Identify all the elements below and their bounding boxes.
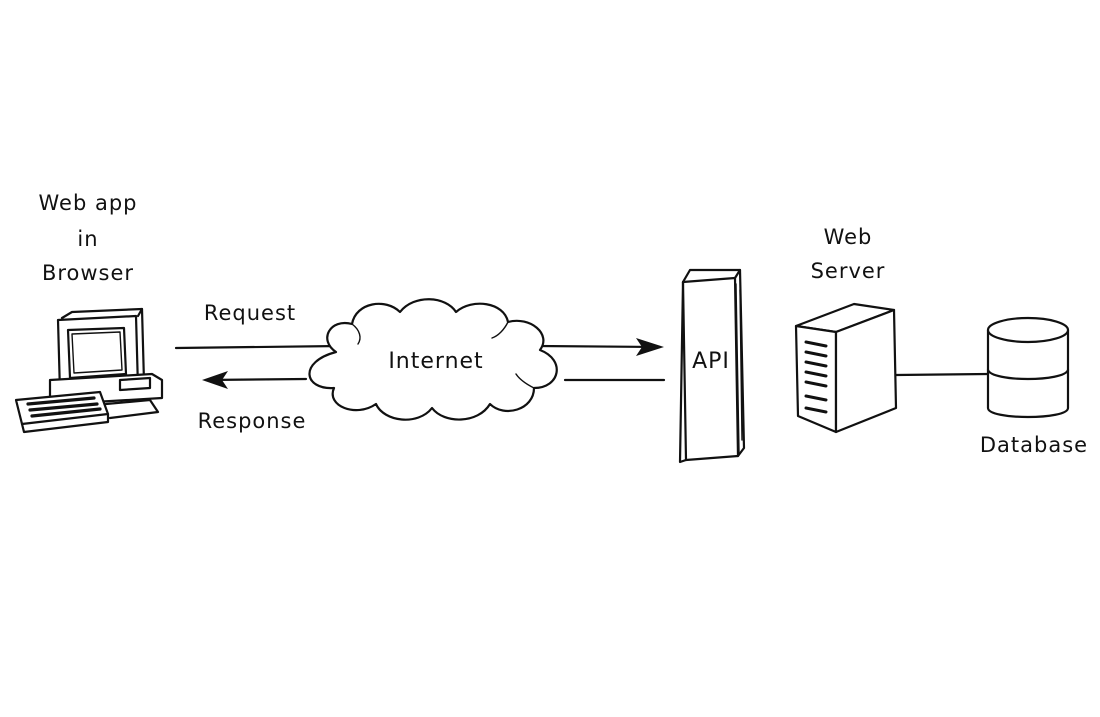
response-arrow	[202, 371, 666, 389]
server-db-connector	[894, 372, 990, 377]
request-arrow	[174, 338, 664, 356]
client-label-line2: in	[77, 227, 98, 251]
api-column-icon	[678, 268, 746, 464]
computer-icon	[14, 307, 164, 434]
server-tower-icon	[794, 302, 898, 434]
request-label: Request	[204, 301, 296, 325]
cloud-icon	[308, 298, 558, 421]
client-label-line3: Browser	[42, 261, 134, 285]
database-cylinder-icon	[986, 316, 1070, 419]
database-label: Database	[980, 433, 1088, 457]
client-label-line1: Web app	[39, 191, 138, 215]
api-label: API	[692, 349, 730, 374]
response-label: Response	[198, 409, 307, 433]
server-label-line1: Web	[824, 225, 873, 249]
internet-label: Internet	[388, 349, 483, 374]
server-label-line2: Server	[811, 259, 886, 283]
